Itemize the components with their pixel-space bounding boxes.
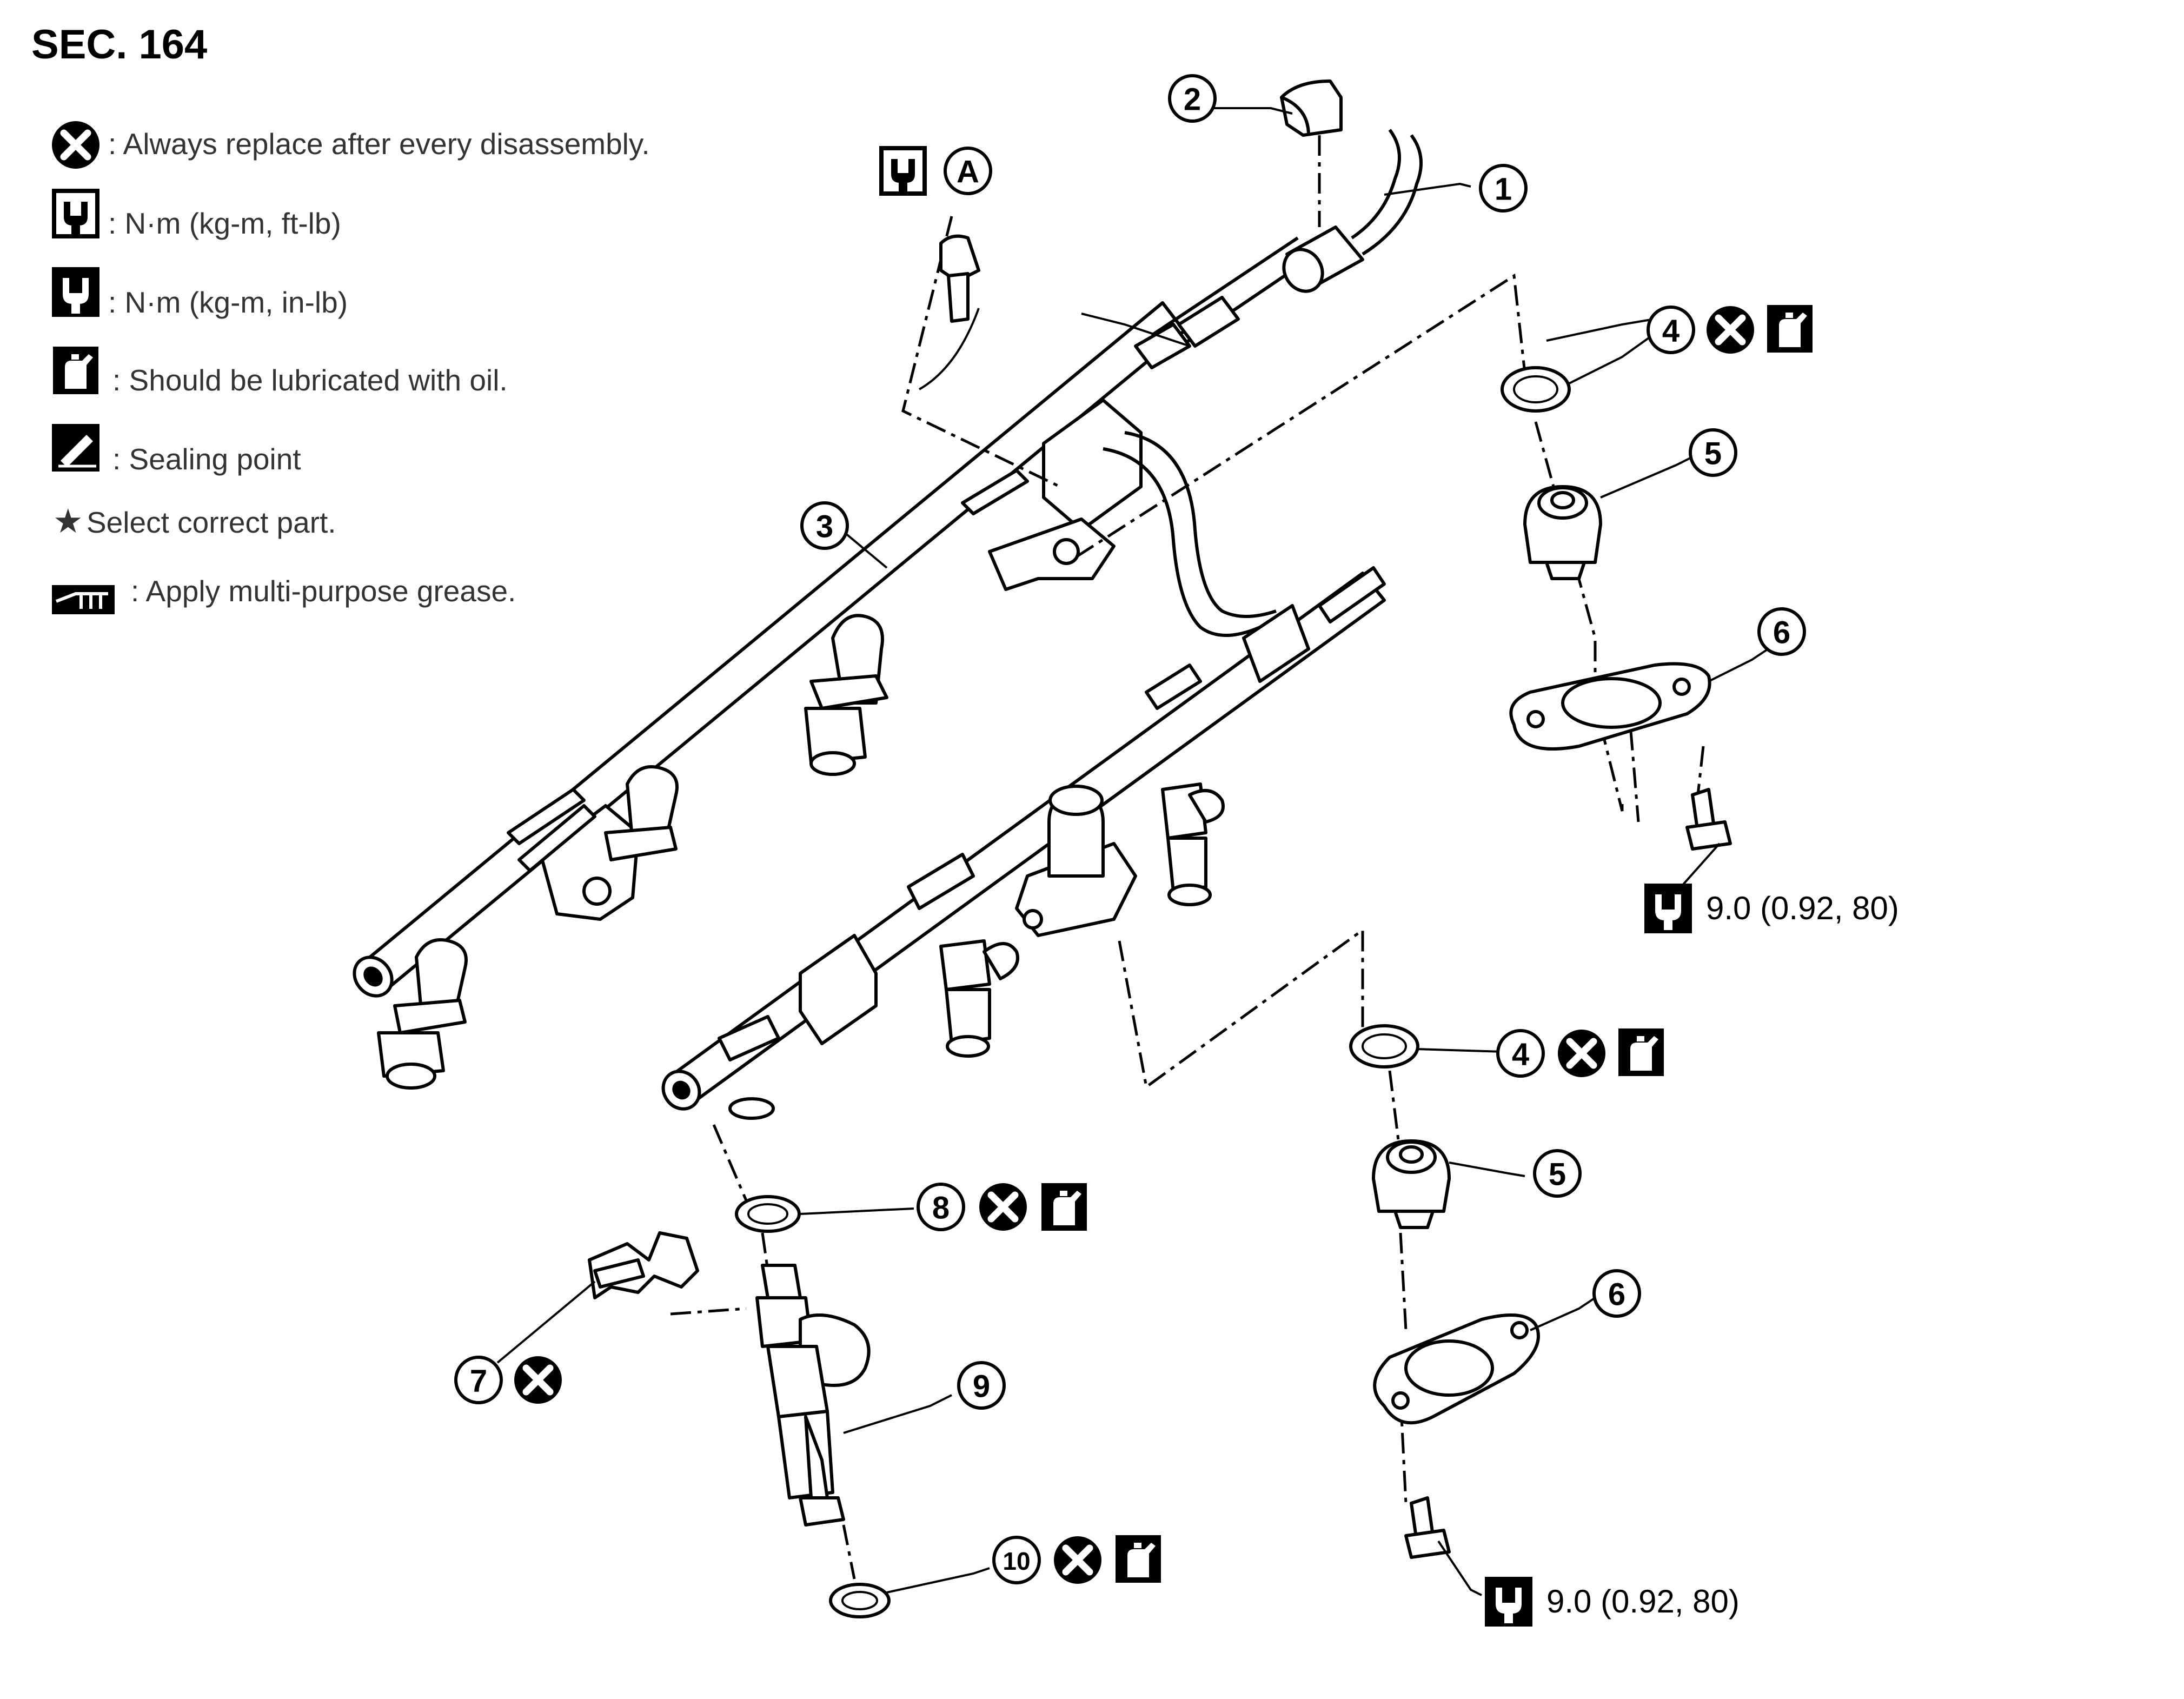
gasket-6-lower [1373,1313,1540,1425]
fuel-rail-lower [661,566,1386,1120]
callout-6-lower: 6 [1592,1269,1641,1318]
legend-text-oil: : Should be lubricated with oil. [112,363,508,397]
always-replace-icon [1707,306,1754,354]
torque-in-lb-icon [1644,884,1692,933]
star-icon: ★ [53,503,83,540]
svg-text:4: 4 [1662,314,1680,349]
svg-text:9: 9 [973,1369,990,1404]
legend: : Always replace after every disassembly… [52,121,650,614]
always-replace-icon [1558,1030,1605,1077]
svg-text:3: 3 [816,509,833,545]
always-replace-icon [1054,1536,1101,1584]
bolt-lower [1404,1496,1451,1559]
svg-text:4: 4 [1512,1037,1529,1072]
legend-text-star: Select correct part. [87,506,336,539]
callout-7: 7 [454,1356,562,1404]
svg-text:1: 1 [1495,172,1512,207]
bolt-a [939,234,980,323]
callout-3: 3 [800,501,849,550]
torque-in-lb-icon [1485,1577,1532,1627]
grease-icon [52,585,115,614]
torque-spec-lower: 9.0 (0.92, 80) [1485,1577,1740,1627]
oil-can-icon [1041,1183,1087,1231]
clip-7 [588,1231,699,1299]
oil-can-icon [1116,1535,1161,1583]
svg-text:8: 8 [932,1191,950,1226]
svg-text:9.0 (0.92, 80): 9.0 (0.92, 80) [1546,1583,1740,1620]
callout-2: 2 [1168,74,1217,123]
callout-9: 9 [957,1361,1006,1410]
svg-text:7: 7 [470,1364,487,1399]
svg-text:A: A [957,155,979,190]
svg-text:9.0 (0.92, 80): 9.0 (0.92, 80) [1706,890,1899,926]
gasket-6-upper [1509,662,1711,751]
svg-text:5: 5 [1549,1157,1566,1192]
callout-10: 10 [992,1535,1161,1584]
svg-text:6: 6 [1608,1277,1625,1312]
always-replace-icon [979,1183,1027,1231]
legend-text-ft-lb: : N·m (kg-m, ft-lb) [108,207,341,240]
oil-can-icon [1767,305,1813,353]
fuel-rail-upper [353,301,1186,1090]
oil-can-icon [1618,1028,1664,1076]
bolt-upper [1685,788,1732,851]
svg-text:6: 6 [1773,615,1790,651]
oil-can-icon [53,347,98,394]
svg-text:10: 10 [1003,1547,1030,1575]
callout-4-lower: 4 [1496,1028,1664,1077]
torque-in-lb-icon [52,267,99,317]
torque-spec-upper: 9.0 (0.92, 80) [1644,884,1899,933]
callout-1: 1 [1479,164,1528,213]
svg-text:2: 2 [1184,82,1201,117]
sealing-point-icon [52,424,99,472]
legend-text-replace: : Always replace after every disassembly… [108,127,650,161]
pressure-damper-5-lower [1372,1139,1451,1229]
always-replace-icon [52,121,99,169]
always-replace-icon [514,1356,562,1404]
legend-text-in-lb: : N·m (kg-m, in-lb) [108,286,348,319]
legend-text-grease: : Apply multi-purpose grease. [131,574,516,608]
callout-5-upper: 5 [1689,428,1737,477]
callout-a: A [879,146,992,196]
svg-text:5: 5 [1704,436,1722,472]
callout-4-upper: 4 [1647,305,1813,354]
injector-9 [755,1264,871,1527]
section-title: SEC. 164 [31,22,207,68]
callout-6-upper: 6 [1757,607,1806,656]
legend-text-sealing: : Sealing point [112,442,301,476]
pressure-damper-5-upper [1523,485,1602,580]
callout-5-lower: 5 [1533,1149,1582,1198]
torque-ft-lb-icon [52,189,99,238]
callout-8: 8 [917,1183,1087,1231]
